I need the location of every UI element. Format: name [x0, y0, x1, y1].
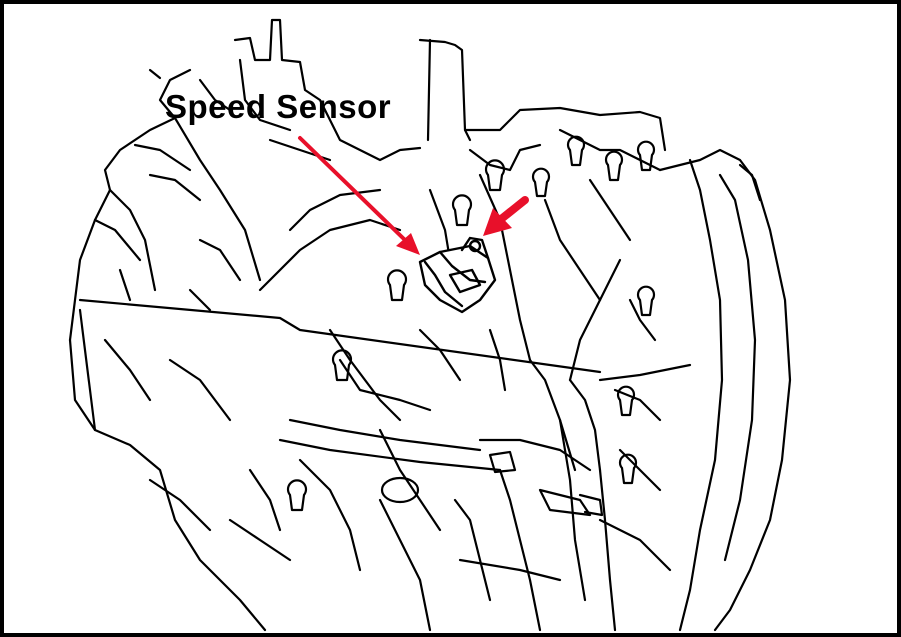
speed-sensor-part — [418, 236, 497, 314]
pointer-arrow — [298, 136, 529, 255]
transmission-housing-drawing — [68, 18, 792, 632]
callout-label: Speed Sensor — [165, 88, 392, 125]
